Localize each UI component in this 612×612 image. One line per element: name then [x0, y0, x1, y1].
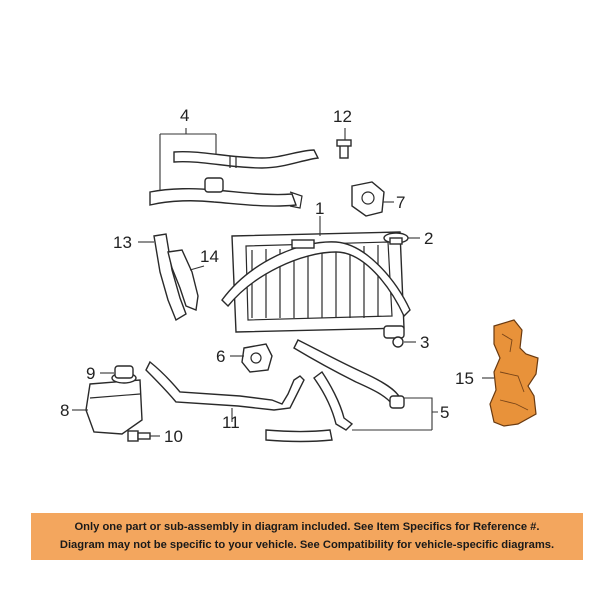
- callout-13: 13: [113, 233, 132, 252]
- lower-hoses-part-5: [265, 339, 405, 443]
- radiator-part-1: [221, 231, 411, 339]
- seal-part-14: [167, 249, 199, 311]
- bracket-part-13: [153, 233, 187, 322]
- callout-1: 1: [315, 199, 324, 218]
- leader-part-14: [189, 265, 205, 271]
- sensor-part-12: [336, 139, 352, 159]
- callout-2: 2: [424, 229, 433, 248]
- callout-6: 6: [216, 347, 225, 366]
- reservoir-part-8: [85, 379, 143, 435]
- splash-shield-part-15: [489, 319, 539, 427]
- overflow-hose-part-11: [145, 360, 305, 411]
- callout-12: 12: [333, 107, 352, 126]
- callout-3: 3: [420, 333, 429, 352]
- callout-8: 8: [60, 401, 69, 420]
- callout-5: 5: [440, 403, 449, 422]
- callout-9: 9: [86, 364, 95, 383]
- disclaimer-line-1: Only one part or sub-assembly in diagram…: [74, 521, 540, 533]
- drain-part-3: [392, 336, 404, 348]
- reservoir-cap-part-9: [111, 365, 137, 384]
- disclaimer-line-2: Diagram may not be specific to your vehi…: [59, 539, 555, 551]
- leader-part-4: [159, 128, 217, 190]
- hose-assembly-part-4: [149, 149, 320, 209]
- disclaimer-banner: Only one part or sub-assembly in diagram…: [31, 513, 583, 560]
- callout-10: 10: [164, 427, 183, 446]
- callout-11: 11: [222, 413, 240, 432]
- thermostat-housing-part-7: [351, 181, 385, 217]
- connector-part-6: [241, 343, 273, 373]
- callout-14: 14: [200, 247, 219, 266]
- callout-4: 4: [180, 106, 189, 125]
- callout-7: 7: [396, 193, 405, 212]
- bolt-part-10: [127, 430, 151, 442]
- leader-part-5: [352, 397, 438, 431]
- callout-15: 15: [455, 369, 474, 388]
- radiator-cap-part-2: [383, 232, 409, 245]
